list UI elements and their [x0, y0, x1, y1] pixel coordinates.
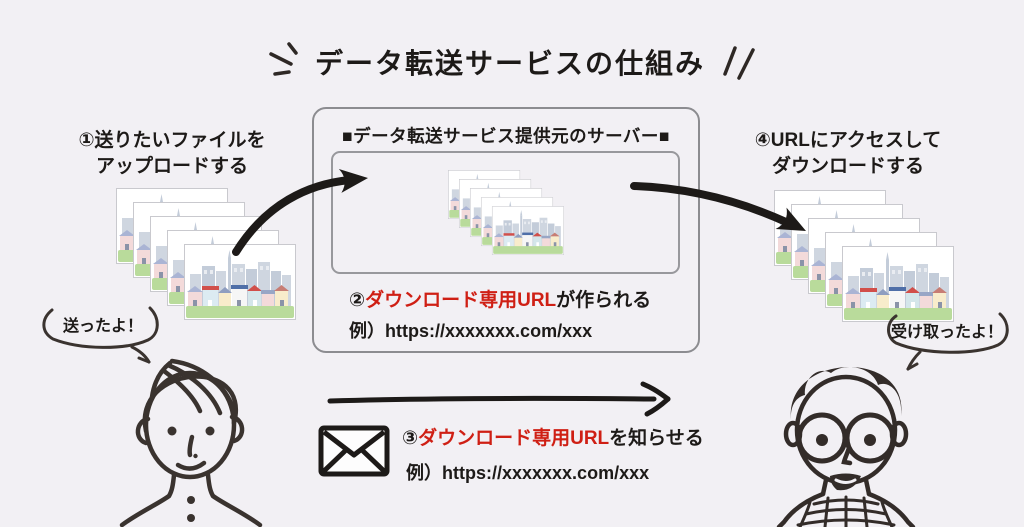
emphasis-sparkle-right-icon [723, 46, 755, 80]
envelope-icon [318, 425, 390, 477]
step4-label: ④URLにアクセスして ダウンロードする [728, 128, 968, 179]
sender-character-illustration [119, 358, 263, 527]
step2-label: ②ダウンロード専用URLが作られる [349, 285, 651, 312]
page-title: データ転送サービスの仕組み [314, 48, 705, 79]
step1-line2: アップロードする [95, 155, 248, 177]
step3-label: ③ダウンロード専用URLを知らせる [402, 423, 704, 450]
title-row: データ転送サービスの仕組み [0, 40, 1024, 84]
step2-rest: が作られる [556, 290, 652, 311]
receiver-speech-bubble: 受け取ったよ！ [880, 309, 1014, 371]
sender-speech-bubble: 送ったよ！ [36, 303, 170, 365]
step4-line2: ダウンロードする [771, 155, 924, 177]
sender-bubble-text: 送ったよ！ [62, 318, 143, 335]
server-box: ■データ転送サービス提供元のサーバー■ ②ダウンロード専用URLが作られる 例）… [312, 107, 700, 353]
step3-number: ③ [402, 428, 419, 449]
step1-label: ①送りたいファイルを アップロードする [52, 128, 292, 179]
receiver-character-illustration [776, 366, 916, 527]
step2-example-url: 例）https://xxxxxxx.com/xxx [349, 321, 593, 341]
sender-image-file-stack-icon [116, 188, 296, 320]
speech-bubble-outline [42, 306, 159, 364]
speech-bubble-outline [887, 312, 1009, 371]
step1-line1: ①送りたいファイルを [78, 130, 266, 151]
step2-number: ② [349, 290, 366, 311]
step3-block: ③ダウンロード専用URLを知らせる 例）https://xxxxxxx.com/… [402, 423, 704, 485]
server-storage-box [331, 151, 680, 274]
receiver-image-file-stack-icon [774, 190, 954, 322]
step2-highlight: ダウンロード専用URL [365, 290, 557, 311]
step3-highlight: ダウンロード専用URL [418, 428, 610, 449]
step4-line1: ④URLにアクセスして [754, 130, 942, 151]
step3-rest: を知らせる [609, 428, 704, 449]
receiver-bubble-text: 受け取ったよ！ [890, 324, 1003, 341]
step3-example-url: 例）https://xxxxxxx.com/xxx [406, 463, 650, 483]
notify-arrow [327, 395, 657, 404]
server-box-title: ■データ転送サービス提供元のサーバー■ [342, 126, 670, 146]
server-image-file-stack-icon [447, 170, 564, 255]
emphasis-sparkle-left-icon [269, 42, 298, 76]
